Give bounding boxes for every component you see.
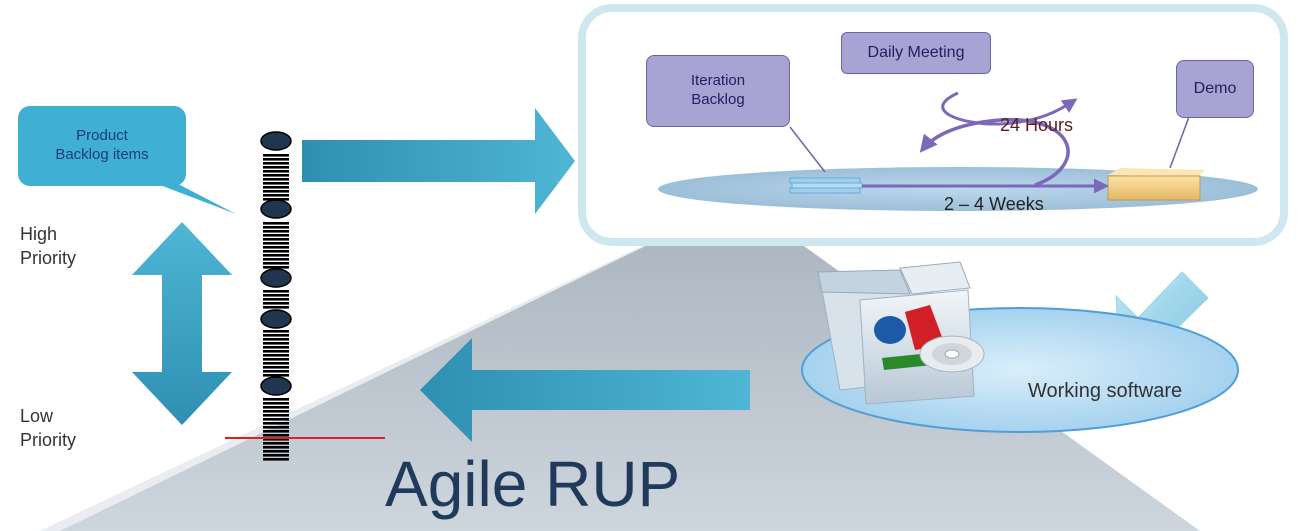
backlog-bar (263, 406, 289, 409)
daily-meeting-label: Daily Meeting (867, 44, 965, 61)
demo-callout: Demo (1176, 60, 1254, 118)
product-backlog-callout-tail (160, 185, 236, 214)
backlog-bar (263, 182, 289, 185)
backlog-bar (263, 430, 289, 433)
backlog-bar (263, 454, 289, 457)
backlog-bar (263, 346, 289, 349)
backlog-item-oval (260, 376, 292, 396)
backlog-bar (263, 418, 289, 421)
backlog-bar (263, 350, 289, 353)
backlog-bar (263, 226, 289, 229)
daily-meeting-callout: Daily Meeting (841, 32, 991, 74)
backlog-bar (263, 414, 289, 417)
product-backlog-label: Product Backlog items (55, 127, 149, 163)
backlog-bar (263, 290, 289, 293)
backlog-bar (263, 294, 289, 297)
backlog-bar (263, 230, 289, 233)
to-iteration-arrow (302, 108, 575, 214)
software-box-icon (817, 261, 975, 405)
backlog-bar (263, 234, 289, 237)
page-title: Agile RUP (385, 448, 681, 520)
iteration-length-label: 2 – 4 Weeks (944, 194, 1044, 214)
backlog-item-oval (260, 131, 292, 151)
backlog-bar (263, 178, 289, 181)
backlog-bar (263, 158, 289, 161)
backlog-bar (263, 338, 289, 341)
iteration-backlog-pointer (789, 126, 826, 173)
iteration-backlog-label: Iteration Backlog (690, 72, 746, 108)
high-priority-label: High Priority (20, 224, 77, 269)
backlog-bar (263, 266, 289, 269)
backlog-bar (263, 442, 289, 445)
backlog-bar (263, 194, 289, 197)
backlog-bar (263, 422, 289, 425)
working-software-label: Working software (1028, 380, 1183, 402)
backlog-bar (263, 238, 289, 241)
backlog-bar (263, 330, 289, 333)
backlog-bar (263, 250, 289, 253)
daily-loop-upper (941, 91, 1078, 126)
backlog-bar (263, 446, 289, 449)
backlog-item-oval (260, 309, 292, 329)
to-backlog-arrow (420, 338, 750, 442)
backlog-item-oval (260, 199, 292, 219)
backlog-bar (263, 334, 289, 337)
low-priority-label: Low Priority (20, 406, 77, 451)
backlog-bar (263, 426, 289, 429)
backlog-bar (263, 298, 289, 301)
product-backlog-callout: Product Backlog items (18, 106, 186, 186)
backlog-bar (263, 398, 289, 401)
priority-double-arrow (132, 222, 232, 425)
backlog-bar (263, 190, 289, 193)
demo-label: Demo (1193, 80, 1237, 97)
backlog-bar (263, 358, 289, 361)
backlog-bar (263, 302, 289, 305)
backlog-item-oval (260, 268, 292, 288)
backlog-bar (263, 306, 289, 309)
backlog-bar (263, 402, 289, 405)
backlog-bar (263, 450, 289, 453)
cd-icon (919, 335, 985, 373)
backlog-bar (263, 258, 289, 261)
backlog-bar (263, 166, 289, 169)
backlog-bar (263, 458, 289, 461)
backlog-bar (263, 186, 289, 189)
backlog-bar (263, 354, 289, 357)
backlog-bar (263, 434, 289, 437)
backlog-bar (263, 362, 289, 365)
backlog-bar (263, 162, 289, 165)
backlog-bar (263, 222, 289, 225)
backlog-bar (263, 438, 289, 441)
backlog-bar (263, 342, 289, 345)
logo-blue-shape (874, 316, 906, 344)
backlog-bar (263, 254, 289, 257)
daily-loop-lower (919, 117, 1070, 187)
product-backlog-column (260, 131, 292, 461)
backlog-bar (263, 154, 289, 157)
demo-product-icon (1107, 168, 1205, 201)
backlog-bar (263, 170, 289, 173)
backlog-bar (263, 410, 289, 413)
backlog-bar (263, 246, 289, 249)
backlog-bar (263, 174, 289, 177)
backlog-bar (263, 242, 289, 245)
backlog-bar (263, 366, 289, 369)
backlog-bar (263, 262, 289, 265)
backlog-bar (263, 370, 289, 373)
iteration-backlog-callout: Iteration Backlog (646, 55, 790, 127)
backlog-bar (263, 374, 289, 377)
daily-cycle-label: 24 Hours (1000, 115, 1074, 135)
